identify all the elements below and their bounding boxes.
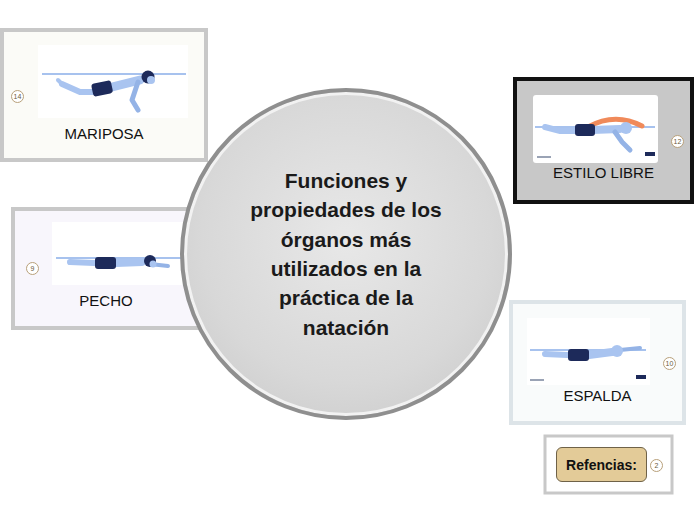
reference-button: Refencias: [556, 447, 647, 482]
callout-number: 14 [11, 90, 24, 103]
node-label: Refencias: [566, 457, 637, 473]
image-panel [52, 222, 190, 285]
stroke-box: ESTILO LIBRE [513, 77, 694, 204]
node-label: ESTILO LIBRE [553, 164, 654, 181]
backstroke-swimmer [530, 345, 646, 381]
box-ground [509, 300, 686, 425]
box-ground [513, 77, 694, 204]
callout-number: 9 [26, 262, 39, 275]
butterfly-swimmer [42, 71, 186, 111]
stroke-box: ESPALDA [509, 300, 686, 425]
image-panel [533, 95, 658, 163]
title-circle: Funciones y propiedades de los órganos m… [180, 88, 512, 420]
callout-number: 2 [650, 459, 663, 472]
stroke-box: PECHO [11, 207, 201, 330]
title-text: Funciones y propiedades de los órganos m… [236, 166, 456, 342]
callout-number: 10 [663, 357, 676, 370]
freestyle-swimmer [535, 119, 655, 158]
box-ground [0, 28, 208, 162]
node-label: ESPALDA [563, 387, 631, 404]
image-panel [38, 45, 188, 118]
image-panel [527, 318, 650, 385]
references-frame [545, 436, 672, 493]
box-ground [11, 207, 201, 330]
node-label: PECHO [79, 292, 132, 309]
callout-number: 12 [671, 135, 684, 148]
node-label: MARIPOSA [64, 125, 143, 142]
stroke-box: MARIPOSA [0, 28, 208, 162]
breaststroke-swimmer [56, 255, 186, 269]
